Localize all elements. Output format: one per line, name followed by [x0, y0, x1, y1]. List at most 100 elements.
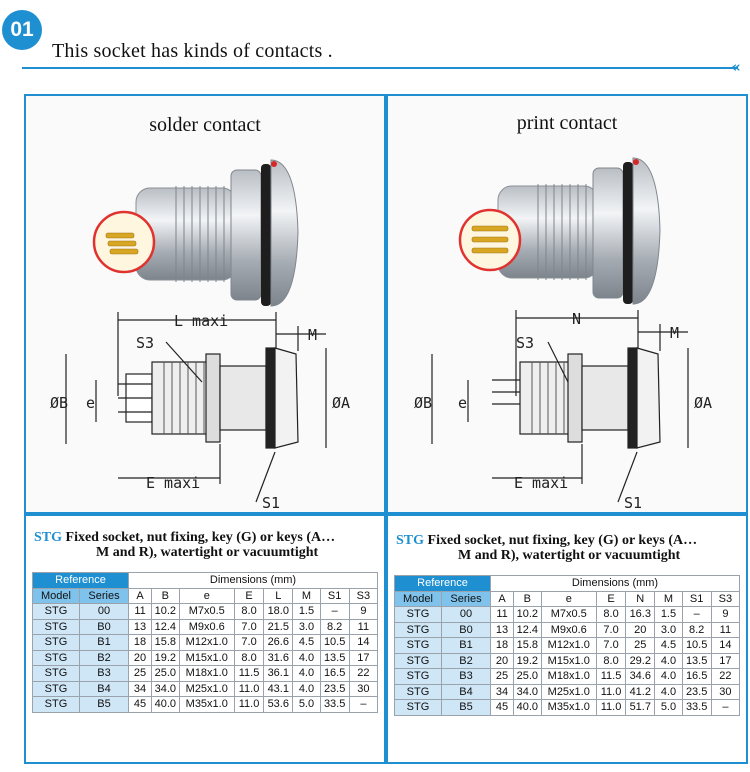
dimensions-header: Dimensions (mm) — [128, 572, 378, 589]
table-cell: 00 — [440, 606, 492, 623]
table-cell: STG — [394, 606, 442, 623]
table-cell: B3 — [440, 668, 492, 685]
column-header: e — [178, 587, 235, 604]
table-cell: 36.1 — [263, 665, 294, 682]
table-cell: 8.0 — [233, 649, 265, 666]
table-cell: 11 — [348, 618, 379, 635]
svg-text:M: M — [308, 326, 317, 344]
table-cell: 3.0 — [292, 618, 321, 635]
table-cell: 18.0 — [263, 603, 294, 620]
table-cell: 7.0 — [595, 637, 627, 654]
print-dimension-drawing — [431, 310, 689, 503]
table-cell: 30 — [348, 680, 379, 697]
column-header: A — [490, 590, 515, 607]
table-cell: STG — [32, 603, 80, 620]
table-cell: 23.5 — [319, 680, 350, 697]
print-contact-panel: print contact — [386, 94, 748, 514]
column-header: A — [128, 587, 153, 604]
socket-photo — [458, 157, 661, 305]
table-cell: B5 — [78, 696, 130, 713]
svg-text:S1: S1 — [624, 494, 642, 512]
table-cell: 5.0 — [654, 699, 683, 716]
svg-text:L maxi: L maxi — [174, 312, 228, 330]
dimensions-header: Dimensions (mm) — [490, 575, 740, 592]
table-cell: 10.2 — [513, 606, 542, 623]
table-cell: STG — [394, 699, 442, 716]
table-cell: STG — [32, 680, 80, 697]
table-cell: 18 — [490, 637, 515, 654]
table-cell: 45 — [128, 696, 153, 713]
table-cell: 11.0 — [233, 680, 265, 697]
table-cell: 34.0 — [513, 683, 542, 700]
svg-text:S1: S1 — [262, 494, 280, 512]
table-cell: – — [348, 696, 379, 713]
table-cell: STG — [394, 621, 442, 638]
table-cell: 13 — [490, 621, 515, 638]
svg-text:S3: S3 — [136, 334, 154, 352]
table-cell: 00 — [78, 603, 130, 620]
table-cell: 26.6 — [263, 634, 294, 651]
table-cell: 4.0 — [654, 668, 683, 685]
table-cell: 30 — [710, 683, 741, 700]
table-cell: M18x1.0 — [178, 665, 235, 682]
table-cell: 34 — [490, 683, 515, 700]
column-header: e — [540, 590, 597, 607]
table-cell: 11 — [128, 603, 153, 620]
table-cell: B2 — [78, 649, 130, 666]
solder-dimensions-panel: STG Fixed socket, nut fixing, key (G) or… — [24, 514, 386, 764]
table-cell: 25 — [490, 668, 515, 685]
table-cell: B4 — [78, 680, 130, 697]
table-cell: STG — [32, 665, 80, 682]
solder-socket-illustration: L maxi E maxi S3 M S1 ØB e ØA — [50, 159, 350, 512]
table-cell: M25x1.0 — [178, 680, 235, 697]
table-cell: 1.5 — [654, 606, 683, 623]
table-cell: 4.0 — [292, 665, 321, 682]
table-cell: 22 — [710, 668, 741, 685]
table-cell: 43.1 — [263, 680, 294, 697]
table-cell: 17 — [710, 652, 741, 669]
column-header: Model — [32, 587, 80, 604]
table-cell: B0 — [78, 618, 130, 635]
table-cell: M15x1.0 — [540, 652, 597, 669]
table-cell: STG — [32, 634, 80, 651]
table-cell: M7x0.5 — [178, 603, 235, 620]
table-cell: – — [681, 606, 712, 623]
page-headline: This socket has kinds of contacts . — [52, 40, 333, 62]
table-cell: 16.5 — [681, 668, 712, 685]
solder-contact-panel: solder contact — [24, 94, 386, 514]
table-cell: 11.5 — [233, 665, 265, 682]
table-cell: STG — [32, 618, 80, 635]
svg-text:N: N — [572, 310, 581, 328]
header-divider — [22, 67, 738, 69]
table-cell: B5 — [440, 699, 492, 716]
solder-table-title: STG Fixed socket, nut fixing, key (G) or… — [34, 530, 336, 560]
table-cell: 1.5 — [292, 603, 321, 620]
table-cell: 11 — [710, 621, 741, 638]
table-cell: 40.0 — [151, 696, 180, 713]
solder-contact-title: solder contact — [149, 114, 261, 136]
column-header: Series — [78, 587, 130, 604]
section-number-badge: 01 — [2, 10, 42, 50]
socket-photo — [92, 159, 299, 307]
column-header: E — [233, 587, 265, 604]
table-cell: M25x1.0 — [540, 683, 597, 700]
table-cell: 29.2 — [625, 652, 656, 669]
svg-text:ØB: ØB — [414, 394, 432, 412]
table-cell: STG — [394, 668, 442, 685]
column-header: Model — [394, 590, 442, 607]
table-cell: 45 — [490, 699, 515, 716]
table-cell: 4.0 — [654, 683, 683, 700]
table-cell: 40.0 — [513, 699, 542, 716]
table-cell: 25 — [625, 637, 656, 654]
table-cell: M9x0.6 — [540, 621, 597, 638]
table-cell: 4.5 — [654, 637, 683, 654]
table-cell: 25.0 — [151, 665, 180, 682]
